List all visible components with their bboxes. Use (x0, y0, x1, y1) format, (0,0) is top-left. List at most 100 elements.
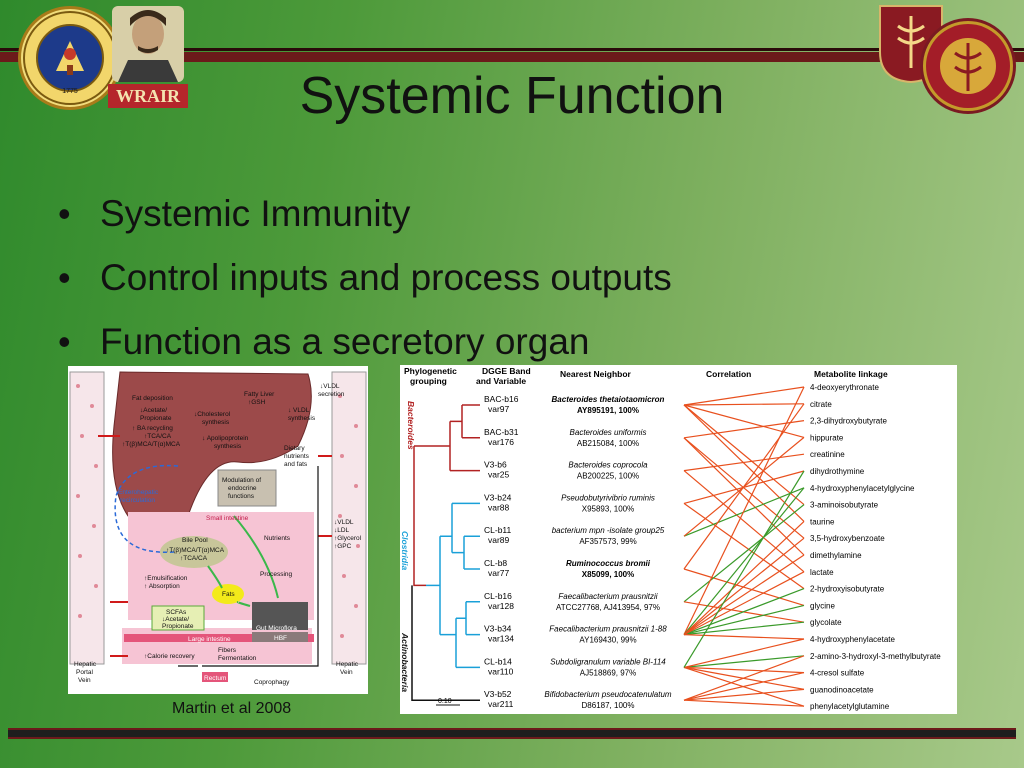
neighbor-name: Ruminococcus bromii (566, 559, 651, 568)
correlation-line (683, 537, 805, 636)
label-acetate: ↓Acetate/ (140, 407, 167, 414)
label-functions: functions (228, 493, 255, 500)
label-nutrients-in: Nutrients (264, 535, 291, 542)
portrait-graphic (108, 6, 188, 108)
hepatic-portal-vein (69, 371, 105, 665)
correlation-line (683, 502, 805, 590)
group-label-clostridia: Clostridia (400, 531, 410, 570)
blood-cell-pattern (76, 384, 360, 638)
green-arrows (207, 515, 279, 607)
label-vldl-secretion-2: secretion (318, 391, 345, 398)
svg-text:1775: 1775 (62, 88, 78, 95)
label-cholesterol: ↓Cholesterol (194, 411, 231, 418)
label-hepatic-vein-1: Hepatic (336, 661, 359, 668)
metabolite-label: 2,3-dihydroxybutyrate (810, 417, 887, 426)
correlation-line (683, 666, 805, 674)
label-dietary: Dietary (284, 445, 305, 452)
correlation-line (683, 699, 805, 707)
label-bile-2: ↑TCA/CA (180, 555, 208, 562)
label-emulsification: ↑Emulsification (144, 575, 188, 582)
neighbor-accession: X85099, 100% (582, 570, 635, 579)
band-id-label: V3-b6 (484, 460, 507, 470)
label-coprophagy: Coprophagy (254, 679, 290, 686)
metabolite-label: guanodinoacetate (810, 685, 874, 694)
label-ba-recycling: ↑ BA recycling (132, 425, 173, 432)
label-rectum: Rectum (204, 675, 226, 682)
metabolite-label: 4-deoxyerythronate (810, 383, 879, 392)
neighbor-accession: AB200225, 100% (577, 472, 639, 481)
tree-branch (455, 617, 480, 669)
label-fatty-liver: Fatty Liver (244, 391, 275, 398)
metabolite-label: 2-amino-3-hydroxyl-3-methylbutyrate (810, 652, 941, 661)
metabolite-label: dimethylamine (810, 551, 862, 560)
bile-pool-shape (160, 536, 228, 568)
physiology-diagram: Fat deposition ↓Acetate/ Propionate ↑ BA… (68, 366, 368, 694)
neighbor-name: Bifidobacterium pseudocatenulatum (544, 690, 672, 699)
label-large-intestine: Large intestine (188, 636, 231, 643)
neighbor-accession: AF357573, 99% (579, 537, 636, 546)
hbf-box (252, 632, 308, 642)
label-synthesis2: synthesis (214, 443, 242, 450)
label-small-intestine: Small intestine (206, 515, 249, 522)
neighbor-name: Pseudobutyrivibrio ruminis (561, 493, 655, 502)
slide-title: Systemic Function (299, 67, 725, 125)
metabolite-label: phenylacetylglutamine (810, 702, 890, 711)
tree-branch (463, 535, 480, 570)
army-seal-logo: 1775 (18, 6, 122, 110)
label-scfa-1: ↓Acetate/ (162, 616, 189, 623)
footer-rule (8, 728, 1016, 739)
label-fat-deposition: Fat deposition (132, 395, 173, 402)
label-calorie-recovery: ↑Calorie recovery (144, 653, 195, 660)
label-propionate: Propionate (140, 415, 172, 422)
neighbor-name: bacterium mpn -isolate group25 (552, 526, 665, 535)
neighbor-accession: AY169430, 99% (579, 636, 636, 645)
label-vldl-synthesis: ↓ VLDL (288, 407, 310, 414)
label-vldl-secretion: ↓VLDL (320, 383, 340, 390)
label-apolipoprotein: ↓ Apolipoprotein (202, 435, 249, 442)
bullet-item: Function as a secretory organ (58, 316, 672, 380)
scfa-box (151, 605, 205, 631)
label-bile-pool: Bile Pool (182, 537, 208, 544)
band-id-label: BAC-b31 (484, 427, 519, 437)
header-grouping: grouping (410, 376, 447, 386)
label-fibers: Fibers (218, 647, 237, 654)
neighbor-name: Subdoligranulum variable BI-114 (550, 657, 666, 666)
neighbor-accession: X95893, 100% (582, 504, 635, 513)
tree-branch (461, 404, 480, 439)
correlation-line (683, 420, 805, 439)
neighbor-name: Bacteroides coprocola (568, 461, 648, 470)
band-var-label: var128 (488, 601, 514, 611)
header-and-variable: and Variable (476, 376, 526, 386)
bullet-item: Systemic Immunity (58, 188, 672, 252)
label-nutrients: nutrients (284, 453, 310, 460)
header-phylogenetic: Phylogenetic (404, 366, 457, 376)
enterohepatic-arrow (114, 464, 179, 553)
figure-caption: Martin et al 2008 (172, 700, 292, 717)
correlation-line (683, 487, 805, 635)
neighbor-name: Bacteroides thetaiotaomicron (552, 395, 665, 404)
header-nearest-neighbor: Nearest Neighbor (560, 369, 632, 379)
header-rule-dark (0, 48, 1024, 51)
metabolite-label: 4-cresol sulfate (810, 669, 865, 678)
label-enterohepatic: Enterohepatic (118, 489, 159, 496)
label-right-glycerol: ↑Glycerol (334, 535, 362, 542)
wrair-label: WRAIR (115, 86, 180, 106)
correlation-line (683, 470, 805, 668)
black-arrows (178, 466, 319, 667)
band-var-label: var77 (488, 568, 510, 578)
band-id-label: V3-b34 (484, 624, 512, 634)
hepatic-vein (331, 371, 367, 665)
label-hbf: HBF (274, 635, 287, 642)
wrair-logo: WRAIR (104, 2, 190, 110)
correlation-line (683, 604, 805, 636)
correlation-line (683, 568, 805, 606)
correlation-line (683, 386, 805, 406)
correlation-line (683, 588, 805, 636)
label-hepatic-vein-2: Vein (340, 669, 353, 676)
neighbor-accession: AY895191, 100% (577, 406, 639, 415)
band-var-label: var211 (488, 699, 514, 709)
band-var-label: var134 (488, 634, 514, 644)
band-id-label: CL-b8 (484, 558, 507, 568)
fats-shape (212, 584, 244, 604)
